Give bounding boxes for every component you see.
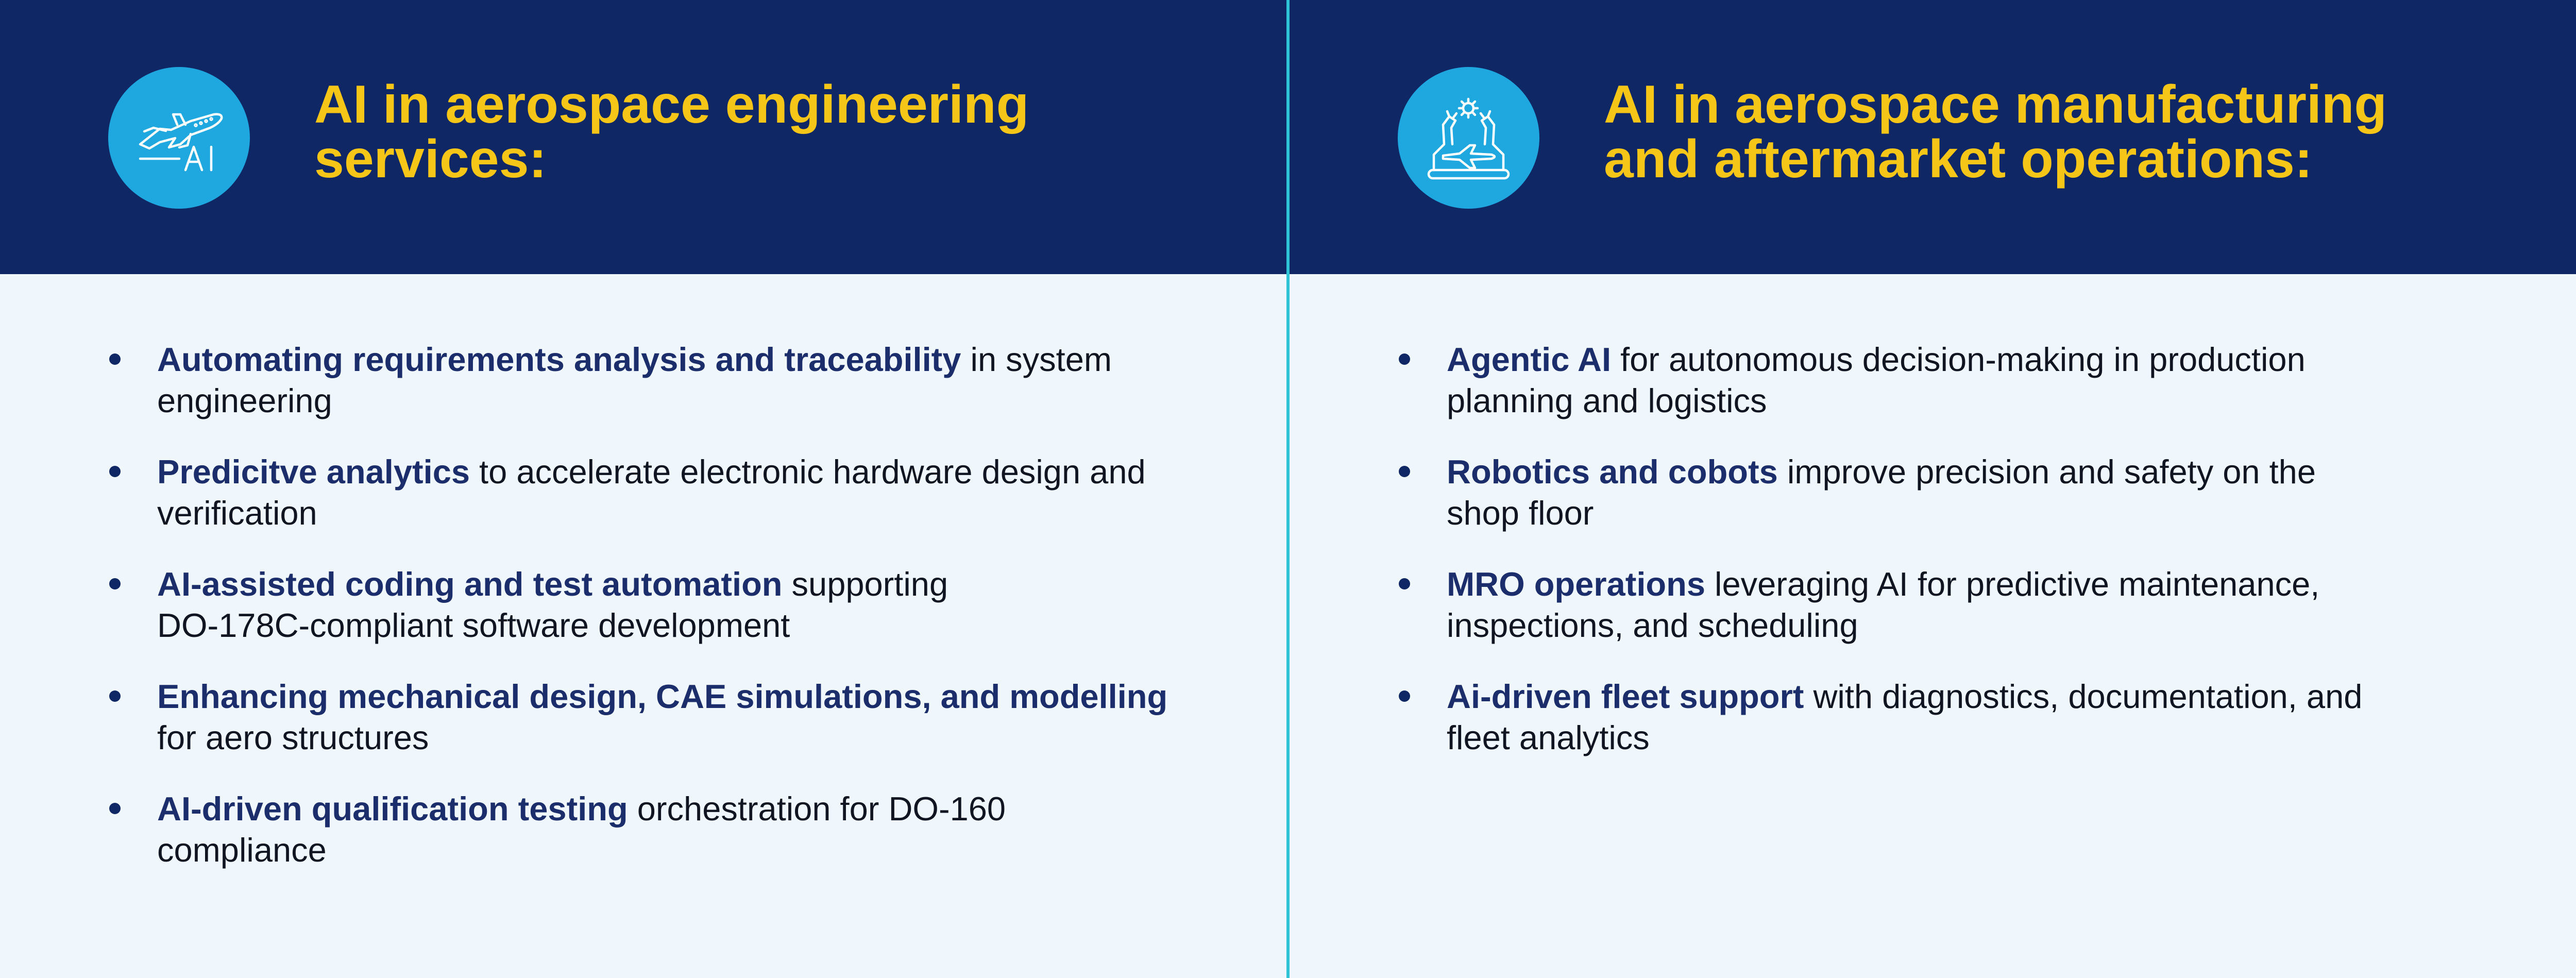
item-text: in system: [961, 341, 1112, 378]
list-item: AI-assisted coding and test automation s…: [103, 564, 1267, 646]
airplane-ai-icon: [108, 67, 250, 209]
item-text: supporting: [782, 565, 948, 603]
item-bold-text: Ai-driven fleet support: [1447, 678, 1804, 715]
list-item: AI-driven qualification testing orchestr…: [103, 788, 1267, 871]
item-text: with diagnostics, documentation, and: [1804, 678, 2363, 715]
item-text-cont: shop floor: [1447, 494, 1594, 532]
list-item: Ai-driven fleet support with diagnostics…: [1393, 676, 2557, 758]
robotic-arms-aircraft-icon: [1398, 67, 1539, 209]
item-text: to accelerate electronic hardware design…: [470, 453, 1146, 491]
bullet-icon: [109, 803, 121, 814]
item-bold-text: Automating requirements analysis and tra…: [157, 341, 961, 378]
engineering-bullet-list: Automating requirements analysis and tra…: [103, 339, 1267, 901]
item-bold-text: Predicitve analytics: [157, 453, 470, 491]
manufacturing-bullet-list: Agentic AI for autonomous decision-makin…: [1393, 339, 2557, 788]
bullet-icon: [1399, 466, 1410, 477]
list-item: Agentic AI for autonomous decision-makin…: [1393, 339, 2557, 421]
list-item: Robotics and cobots improve precision an…: [1393, 451, 2557, 534]
bullet-icon: [1399, 690, 1410, 702]
engineering-title-line-1: AI in aerospace engineering: [314, 75, 1029, 134]
item-text-cont: DO-178C-compliant software development: [157, 606, 790, 644]
item-text-cont: engineering: [157, 382, 332, 419]
bullet-icon: [1399, 578, 1410, 589]
bullet-icon: [109, 353, 121, 365]
manufacturing-title-line-1: AI in aerospace manufacturing: [1604, 75, 2387, 134]
item-text-cont: planning and logistics: [1447, 382, 1767, 419]
list-item: MRO operations leveraging AI for predict…: [1393, 564, 2557, 646]
item-bold-text: AI-driven qualification testing: [157, 790, 628, 828]
item-text: improve precision and safety on the: [1777, 453, 2316, 491]
bullet-icon: [109, 466, 121, 477]
manufacturing-title-line-2: and aftermarket operations:: [1604, 129, 2313, 189]
bullet-icon: [109, 690, 121, 702]
bullet-icon: [1399, 353, 1410, 365]
item-bold-text: Robotics and cobots: [1447, 453, 1778, 491]
engineering-title: AI in aerospace engineering services:: [314, 77, 1267, 187]
bullet-icon: [109, 578, 121, 589]
item-text-cont: inspections, and scheduling: [1447, 606, 1858, 644]
manufacturing-title: AI in aerospace manufacturing and afterm…: [1604, 77, 2557, 187]
item-text-cont: fleet analytics: [1447, 719, 1650, 756]
list-item: Enhancing mechanical design, CAE simulat…: [103, 676, 1267, 758]
engineering-panel: AI in aerospace engineering services: Au…: [0, 0, 1286, 978]
item-text: orchestration for DO-160: [628, 790, 1006, 828]
item-bold-text: Enhancing mechanical design, CAE simulat…: [157, 678, 1168, 715]
item-text: leveraging AI for predictive maintenance…: [1705, 565, 2320, 603]
item-text-cont: verification: [157, 494, 317, 532]
panel-divider: [1286, 0, 1290, 978]
engineering-header: AI in aerospace engineering services:: [0, 0, 1286, 274]
manufacturing-header: AI in aerospace manufacturing and afterm…: [1290, 0, 2576, 274]
item-bold-text: MRO operations: [1447, 565, 1705, 603]
list-item: Automating requirements analysis and tra…: [103, 339, 1267, 421]
item-text-cont: for aero structures: [157, 719, 429, 756]
item-text: for autonomous decision-making in produc…: [1611, 341, 2306, 378]
item-bold-text: Agentic AI: [1447, 341, 1612, 378]
list-item: Predicitve analytics to accelerate elect…: [103, 451, 1267, 534]
engineering-title-line-2: services:: [314, 129, 547, 189]
manufacturing-panel: AI in aerospace manufacturing and afterm…: [1290, 0, 2576, 978]
item-text-cont: compliance: [157, 831, 327, 869]
item-bold-text: AI-assisted coding and test automation: [157, 565, 783, 603]
